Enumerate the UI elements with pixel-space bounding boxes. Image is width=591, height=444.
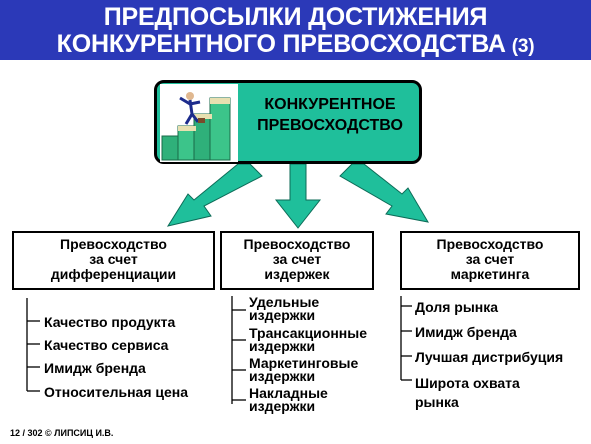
category-label-differentiation: Превосходство за счет дифференциации — [50, 236, 177, 282]
item-mkt-market-coverage: Широта охвата рынка — [415, 375, 520, 410]
item-diff-quality-service: Качество сервиса — [44, 337, 169, 353]
center-label: КОНКУРЕНТНОЕ ПРЕВОСХОДСТВО — [257, 96, 403, 134]
arrow-right — [339, 163, 429, 223]
footer-page-info: 12 / 302 © ЛИПСИЦ И.В. — [10, 428, 114, 438]
page-title-line2: КОНКУРЕНТНОГО ПРЕВОСХОДСТВА(3) — [0, 31, 591, 60]
climber-illustration-icon — [160, 84, 238, 162]
category-box-marketing — [400, 231, 580, 290]
page-title-line2-text: КОНКУРЕНТНОГО ПРЕВОСХОДСТВА — [56, 30, 506, 58]
item-cost-transaction: Трансакционные издержки — [249, 325, 367, 354]
arrow-center — [274, 163, 322, 229]
item-mkt-brand-image: Имидж бренда — [415, 324, 517, 340]
category-box-costs — [220, 231, 374, 290]
item-cost-marketing: Маркетинговые издержки — [249, 355, 359, 384]
item-diff-brand-image: Имидж бренда — [44, 360, 146, 376]
title-banner — [0, 0, 591, 60]
category-label-marketing: Превосходство за счет маркетинга — [436, 236, 544, 282]
page-title-suffix: (3) — [511, 36, 535, 57]
arrow-left — [166, 163, 263, 227]
item-cost-unit: Удельные издержки — [249, 294, 320, 323]
item-cost-overhead: Накладные издержки — [249, 385, 328, 414]
item-diff-relative-price: Относительная цена — [44, 384, 189, 400]
page-title-line1: ПРЕДПОСЫЛКИ ДОСТИЖЕНИЯ — [103, 3, 488, 31]
item-mkt-market-share: Доля рынка — [415, 299, 499, 315]
item-diff-quality-product: Качество продукта — [44, 314, 176, 330]
category-box-differentiation — [12, 231, 215, 290]
item-mkt-distribution: Лучшая дистрибуция — [415, 349, 564, 365]
category-label-costs: Превосходство за счет издержек — [243, 236, 351, 282]
